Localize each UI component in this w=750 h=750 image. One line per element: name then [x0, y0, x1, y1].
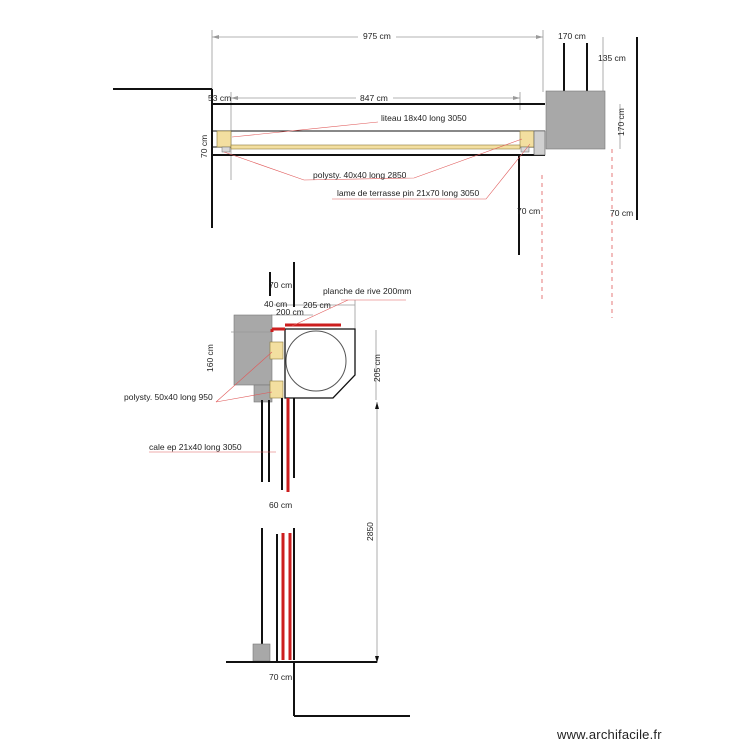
polystyrene-block — [221, 146, 231, 153]
roller-drum — [285, 330, 347, 392]
leader-line — [291, 299, 349, 327]
label-polysty-top: polysty. 40x40 long 2850 — [313, 170, 407, 180]
dim-160-label: 160 cm — [205, 344, 215, 372]
batten-left — [216, 130, 232, 148]
dim-205-right-label: 205 cm — [372, 354, 382, 382]
leader-line — [223, 138, 523, 181]
dim-60-label: 60 cm — [269, 500, 292, 510]
base-block — [252, 643, 271, 662]
lower-section-view: 2850 70 cm — [226, 402, 410, 717]
dim-70-bottom-label: 70 cm — [269, 672, 292, 682]
dim-label-bg — [356, 92, 393, 104]
dim-70-drop-a-label: 70 cm — [517, 206, 540, 216]
dim-170-top-label: 170 cm — [558, 31, 586, 41]
section-view: 70 cm 40 cm 205 cm 200 cm 160 cm 205 c — [124, 262, 411, 510]
dim-70-drop-b-label: 70 cm — [610, 208, 633, 218]
dim-arrow — [375, 402, 379, 409]
dim-arrow — [375, 656, 379, 663]
dim-53-label: 53 cm — [208, 93, 231, 103]
concrete-block — [545, 90, 606, 150]
polystyrene-block — [520, 146, 530, 153]
label-liteau: liteau 18x40 long 3050 — [381, 113, 467, 123]
dim-200-label: 200 cm — [276, 307, 304, 317]
batten-right — [519, 130, 535, 148]
dim-170-label: 170 cm — [616, 108, 626, 136]
dim-arrow — [513, 96, 520, 100]
dim-2850-label: 2850 — [365, 522, 375, 541]
leader-line — [231, 121, 379, 138]
terrace-board — [230, 144, 521, 150]
dim-label-bg — [358, 30, 396, 42]
dim-40-label: 40 cm — [264, 299, 287, 309]
dim-135-label: 135 cm — [598, 53, 626, 63]
label-planche: planche de rive 200mm — [323, 286, 411, 296]
end-block — [533, 130, 546, 156]
dim-arrow — [212, 35, 219, 39]
watermark-text[interactable]: www.archifacile.fr — [557, 727, 662, 742]
dim-arrow — [231, 96, 238, 100]
top-plan-view: 975 cm 170 cm 135 cm 847 cm 53 cm — [113, 30, 638, 318]
leader-line — [332, 143, 531, 200]
leader-line — [215, 391, 273, 403]
label-cale: cale ep 21x40 long 3050 — [149, 442, 242, 452]
dim-70-left-label: 70 cm — [199, 135, 209, 158]
dim-975-label: 975 cm — [363, 31, 391, 41]
dim-arrow — [536, 35, 543, 39]
label-lame: lame de terrasse pin 21x70 long 3050 — [337, 188, 480, 198]
label-polysty-side: polysty. 50x40 long 950 — [124, 392, 213, 402]
wood-block — [269, 380, 284, 399]
wall-block — [233, 314, 273, 386]
dim-205-top-label: 205 cm — [303, 300, 331, 310]
leader-line — [215, 351, 273, 403]
dim-847-label: 847 cm — [360, 93, 388, 103]
dim-70-section-label: 70 cm — [269, 280, 292, 290]
wood-block — [269, 341, 284, 360]
